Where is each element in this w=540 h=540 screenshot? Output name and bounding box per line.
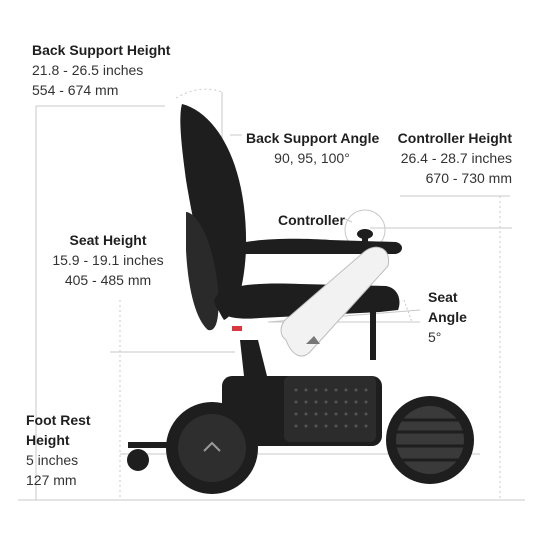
seat-angle-value: 5° xyxy=(428,329,442,345)
controller-height-title: Controller Height xyxy=(397,130,512,146)
back-angle-arc xyxy=(175,88,223,99)
seat-height-mm: 405 - 485 mm xyxy=(64,272,152,288)
omni-wheel-rollers xyxy=(396,418,464,462)
back-support-angle-title: Back Support Angle xyxy=(246,130,380,146)
controller-pointer xyxy=(342,217,353,223)
seat-angle-title-line2: Angle xyxy=(428,309,467,325)
side-panel xyxy=(280,246,390,357)
back-support-height-title: Back Support Height xyxy=(32,42,171,58)
omni-wheel-inner xyxy=(396,406,464,474)
foot-rest-height-title-line2: Height xyxy=(26,432,70,448)
seat-support-leg xyxy=(370,312,376,360)
foot-rest-height-label: Foot Rest Height 5 inches 127 mm xyxy=(26,410,91,490)
seat-height-label: Seat Height 15.9 - 19.1 inches 405 - 485… xyxy=(44,230,172,290)
seat-height-inches: 15.9 - 19.1 inches xyxy=(52,252,164,268)
seat-red-accent xyxy=(232,326,242,331)
foot-rest-height-mm: 127 mm xyxy=(26,472,77,488)
foot-rest-height-inches: 5 inches xyxy=(26,452,79,468)
controller-height-mm: 670 - 730 mm xyxy=(425,170,512,186)
seat-height-title: Seat Height xyxy=(69,232,147,248)
controller-stem xyxy=(362,236,368,248)
back-support-height-label: Back Support Height 21.8 - 26.5 inches 5… xyxy=(32,40,170,100)
back-support-height-mm: 554 - 674 mm xyxy=(32,82,119,98)
back-support-angle-label: Back Support Angle 90, 95, 100° xyxy=(246,128,380,168)
front-caster xyxy=(127,449,149,471)
rear-wheel-hub xyxy=(178,414,246,482)
back-support-angle-values: 90, 95, 100° xyxy=(274,150,350,166)
basket-mesh xyxy=(294,388,368,428)
seat-angle-label: Seat Angle 5° xyxy=(428,287,467,347)
controller-joystick xyxy=(357,229,373,239)
controller-label: Controller xyxy=(278,210,345,230)
storage-basket xyxy=(284,376,376,442)
side-panel-logo xyxy=(306,336,320,344)
back-support-height-inches: 21.8 - 26.5 inches xyxy=(32,62,144,78)
controller-height-label: Controller Height 26.4 - 28.7 inches 670… xyxy=(380,128,512,188)
seat-angle-title-line1: Seat xyxy=(428,289,458,305)
rear-wheel-logo xyxy=(203,441,221,452)
controller-height-inches: 26.4 - 28.7 inches xyxy=(400,150,512,166)
backrest xyxy=(180,104,247,320)
wheelchair xyxy=(127,104,474,494)
backrest-frame xyxy=(186,212,219,331)
armrest xyxy=(236,238,402,254)
foot-rest-height-title-line1: Foot Rest xyxy=(26,412,91,428)
controller-title: Controller xyxy=(278,212,345,228)
